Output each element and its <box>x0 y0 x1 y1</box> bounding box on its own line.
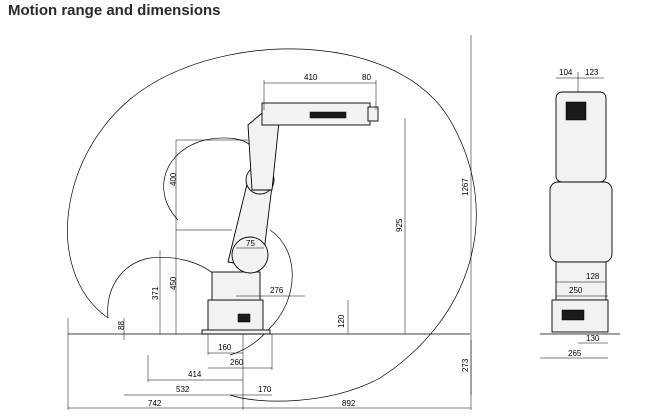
dim-128: 128 <box>586 272 600 281</box>
robot-base <box>207 299 264 333</box>
dim-170: 170 <box>258 385 272 394</box>
base-connector <box>237 313 251 323</box>
dim-371: 371 <box>151 286 160 300</box>
dim-892: 892 <box>342 399 356 408</box>
dim-400: 400 <box>169 172 178 186</box>
dim-925: 925 <box>395 218 404 232</box>
front-lower-arm <box>549 181 613 263</box>
dim-104: 104 <box>559 68 573 77</box>
outer-envelope-arc <box>67 48 477 402</box>
dim-265: 265 <box>568 349 582 358</box>
dim-742: 742 <box>148 399 162 408</box>
dim-250: 250 <box>569 286 583 295</box>
dim-450: 450 <box>169 276 178 290</box>
shoulder-joint <box>231 236 269 274</box>
front-base-upper <box>555 261 607 301</box>
dim-1267: 1267 <box>461 178 470 196</box>
dim-532: 532 <box>176 385 190 394</box>
dim-260: 260 <box>230 358 244 367</box>
dim-123: 123 <box>585 68 599 77</box>
front-base-label <box>561 309 585 321</box>
dim-75: 75 <box>246 239 255 248</box>
dim-276: 276 <box>270 286 284 295</box>
dim-410: 410 <box>304 73 318 82</box>
page-title: Motion range and dimensions <box>8 2 221 19</box>
base-plate <box>201 329 271 335</box>
dim-88: 88 <box>117 321 126 330</box>
dim-414: 414 <box>188 370 202 379</box>
dim-120: 120 <box>337 314 346 328</box>
forearm-label <box>309 111 347 119</box>
dim-160: 160 <box>218 343 232 352</box>
envelope-left-loop <box>149 257 216 276</box>
front-view: 104 123 128 250 130 265 <box>540 68 620 359</box>
outer-envelope-lower-left <box>107 257 151 319</box>
side-view: 410 80 400 925 1267 75 450 371 276 88 12… <box>67 35 477 410</box>
front-wrist <box>565 101 587 121</box>
dim-80: 80 <box>362 73 371 82</box>
tool-flange <box>367 106 379 122</box>
dim-130: 130 <box>586 334 600 343</box>
robot-base-upper <box>211 271 261 301</box>
dim-273: 273 <box>461 358 470 372</box>
